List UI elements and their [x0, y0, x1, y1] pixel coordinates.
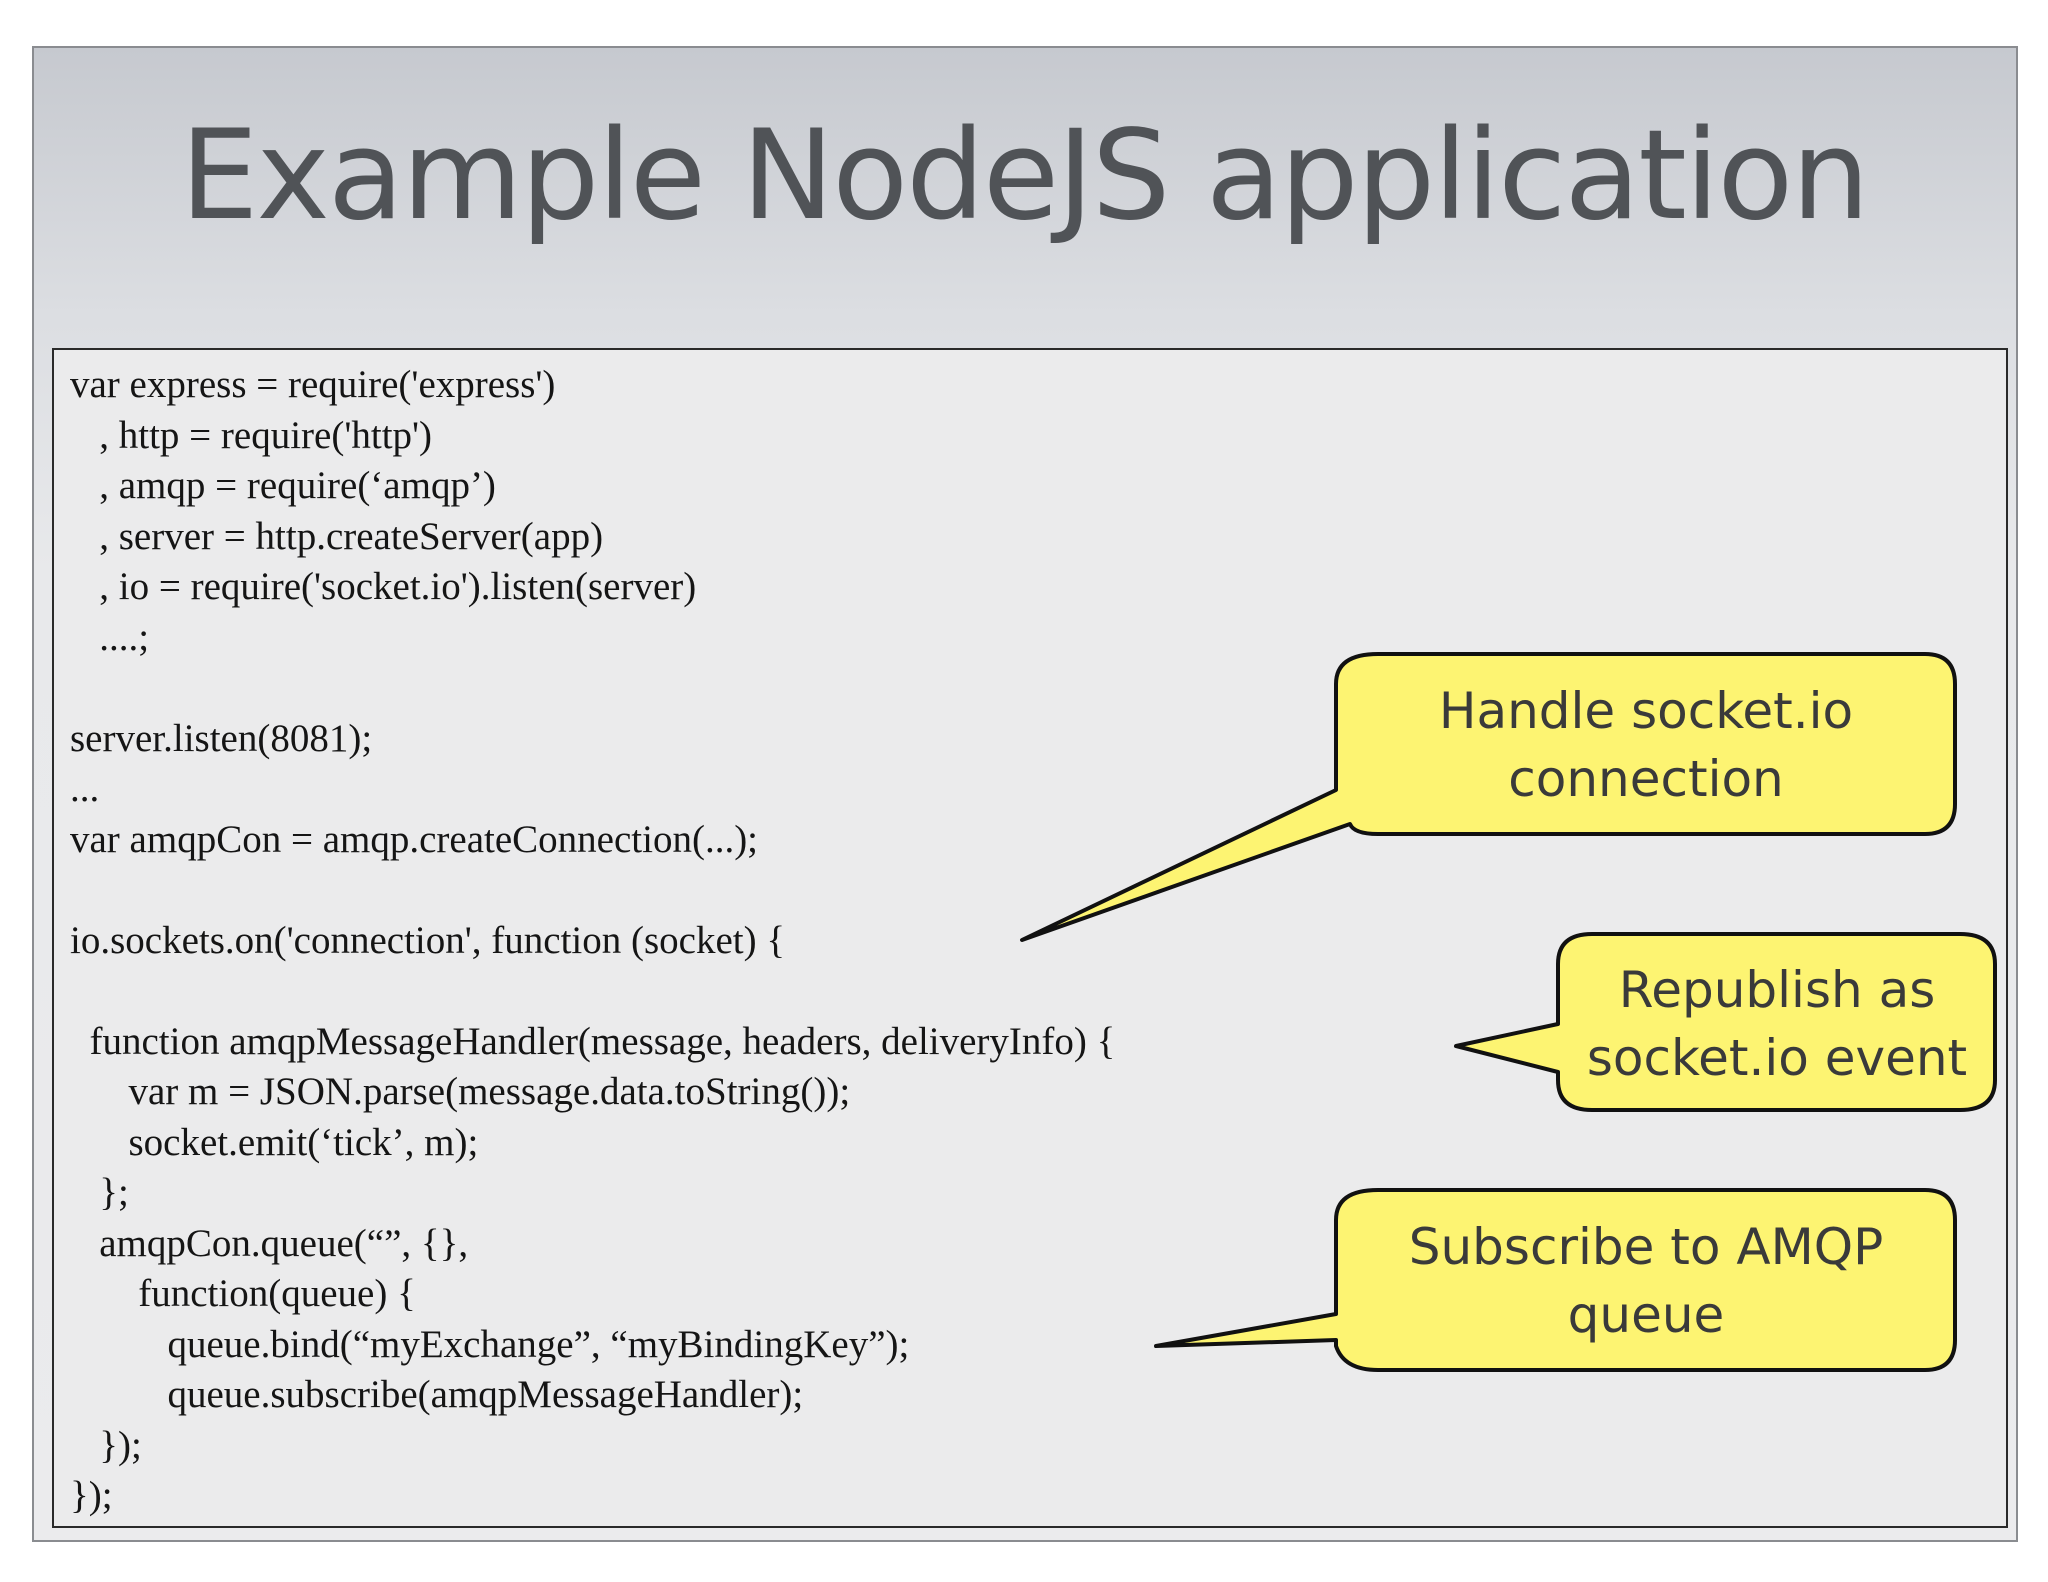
code-line: , io = require('socket.io').listen(serve… [70, 565, 697, 608]
callout-subscribe-label: Subscribe to AMQP queue [1336, 1213, 1956, 1349]
code-line: function amqpMessageHandler(message, hea… [70, 1019, 1116, 1063]
code-line: queue.bind(“myExchange”, “myBindingKey”)… [70, 1322, 910, 1366]
callout-label-line: Subscribe to AMQP [1408, 1218, 1884, 1276]
callout-label-line: socket.io event [1586, 1029, 1968, 1087]
code-line: var amqpCon = amqp.createConnection(...)… [70, 817, 759, 861]
code-line: io.sockets.on('connection', function (so… [70, 918, 786, 962]
code-line [70, 663, 1115, 714]
code-line: ....; [70, 615, 150, 659]
code-line: }); [70, 1474, 113, 1517]
code-line: , amqp = require(‘amqp’) [70, 464, 496, 507]
callout-label-line: Handle socket.io [1438, 682, 1854, 740]
code-line: var express = require('express') [70, 363, 556, 406]
code-line: socket.emit(‘tick’, m); [70, 1120, 479, 1164]
code-line: var m = JSON.parse(message.data.toString… [70, 1070, 851, 1113]
code-line: , http = require('http') [70, 413, 433, 457]
callout-label-line: queue [1567, 1286, 1725, 1344]
callout-republish-label: Republish as socket.io event [1558, 956, 1996, 1092]
code-line: }; [70, 1171, 129, 1214]
slide-title: Example NodeJS application [180, 104, 1870, 248]
callout-label-line: connection [1508, 750, 1784, 808]
code-line [70, 966, 1115, 1017]
code-line: , server = http.createServer(app) [70, 514, 604, 558]
code-line [70, 865, 1115, 916]
code-line: }); [70, 1423, 142, 1467]
code-line: server.listen(8081); [70, 716, 373, 760]
code-listing: var express = require('express') , http … [70, 360, 1115, 1522]
code-line: queue.subscribe(amqpMessageHandler); [70, 1373, 804, 1416]
code-line: function(queue) { [70, 1272, 416, 1315]
callout-label-line: Republish as [1618, 961, 1936, 1019]
callout-socket-connection-label: Handle socket.io connection [1336, 677, 1956, 813]
code-line: ... [70, 767, 100, 810]
code-line: amqpCon.queue(“”, {}, [70, 1221, 469, 1265]
